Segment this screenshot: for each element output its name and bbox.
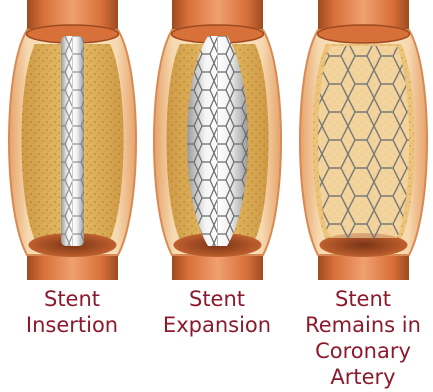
caption-line: Coronary [290,338,433,364]
caption-line: Remains in [290,312,433,338]
caption-stent-insertion: Stent Insertion [0,286,145,338]
caption-stent-expansion: Stent Expansion [144,286,290,338]
caption-line: Expansion [144,312,290,338]
stent-remains-illustration [296,0,431,280]
caption-stent-remains: Stent Remains in Coronary Artery [290,286,433,390]
stent-insertion-illustration [5,0,140,280]
caption-line: Stent [290,286,433,312]
caption-line: Artery [290,364,433,390]
stent-expansion-illustration [150,0,285,280]
caption-line: Insertion [0,312,145,338]
caption-line: Stent [0,286,145,312]
caption-line: Stent [144,286,290,312]
